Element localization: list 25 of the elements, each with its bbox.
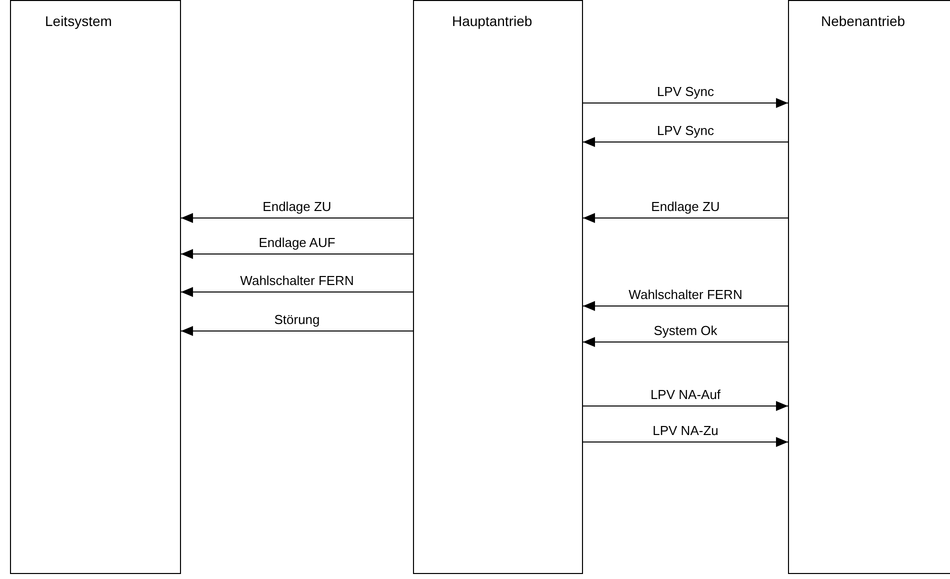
arrow: [582, 301, 788, 311]
participant-title: Hauptantrieb: [452, 13, 532, 29]
edge-label: Endlage ZU: [260, 199, 334, 214]
arrow: [582, 213, 788, 223]
arrow: [582, 137, 788, 147]
lifeline-box: [413, 0, 583, 574]
participant-title: Leitsystem: [45, 13, 112, 29]
edge-label: System Ok: [652, 323, 720, 338]
arrow: [582, 437, 788, 447]
lifeline-box: [788, 0, 950, 574]
participant-title: Nebenantrieb: [821, 13, 906, 29]
arrow: [582, 98, 788, 108]
lifeline-box: [10, 0, 181, 574]
edge-label: Störung: [272, 312, 322, 327]
edge-label: Wahlschalter FERN: [626, 287, 744, 302]
edge-label: Endlage AUF: [256, 235, 338, 250]
edge-label: Endlage ZU: [649, 199, 722, 214]
arrow: [180, 326, 414, 336]
arrow: [180, 287, 414, 297]
edge-label: LPV NA-Zu: [650, 423, 720, 438]
arrow: [180, 213, 414, 223]
arrow: [180, 249, 414, 259]
arrow: [582, 401, 788, 411]
arrow: [582, 337, 788, 347]
edge-label: Wahlschalter FERN: [238, 273, 356, 288]
